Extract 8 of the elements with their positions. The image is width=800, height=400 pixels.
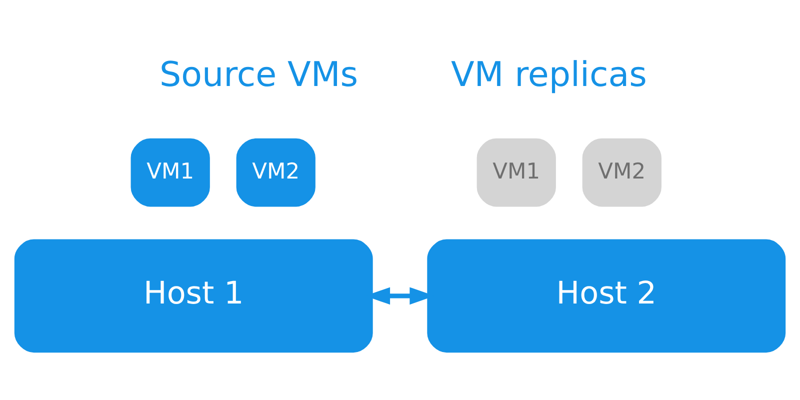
- label: VM replicas: [450, 54, 647, 94]
- label: Source VMs: [159, 54, 358, 94]
- node-box: VM2: [582, 138, 662, 206]
- node-box: VM1: [476, 138, 556, 206]
- node-box: VM1: [130, 138, 210, 206]
- node-box: Host 2: [427, 238, 786, 352]
- node-box: Host 1: [14, 238, 373, 352]
- node-box: VM2: [236, 138, 316, 206]
